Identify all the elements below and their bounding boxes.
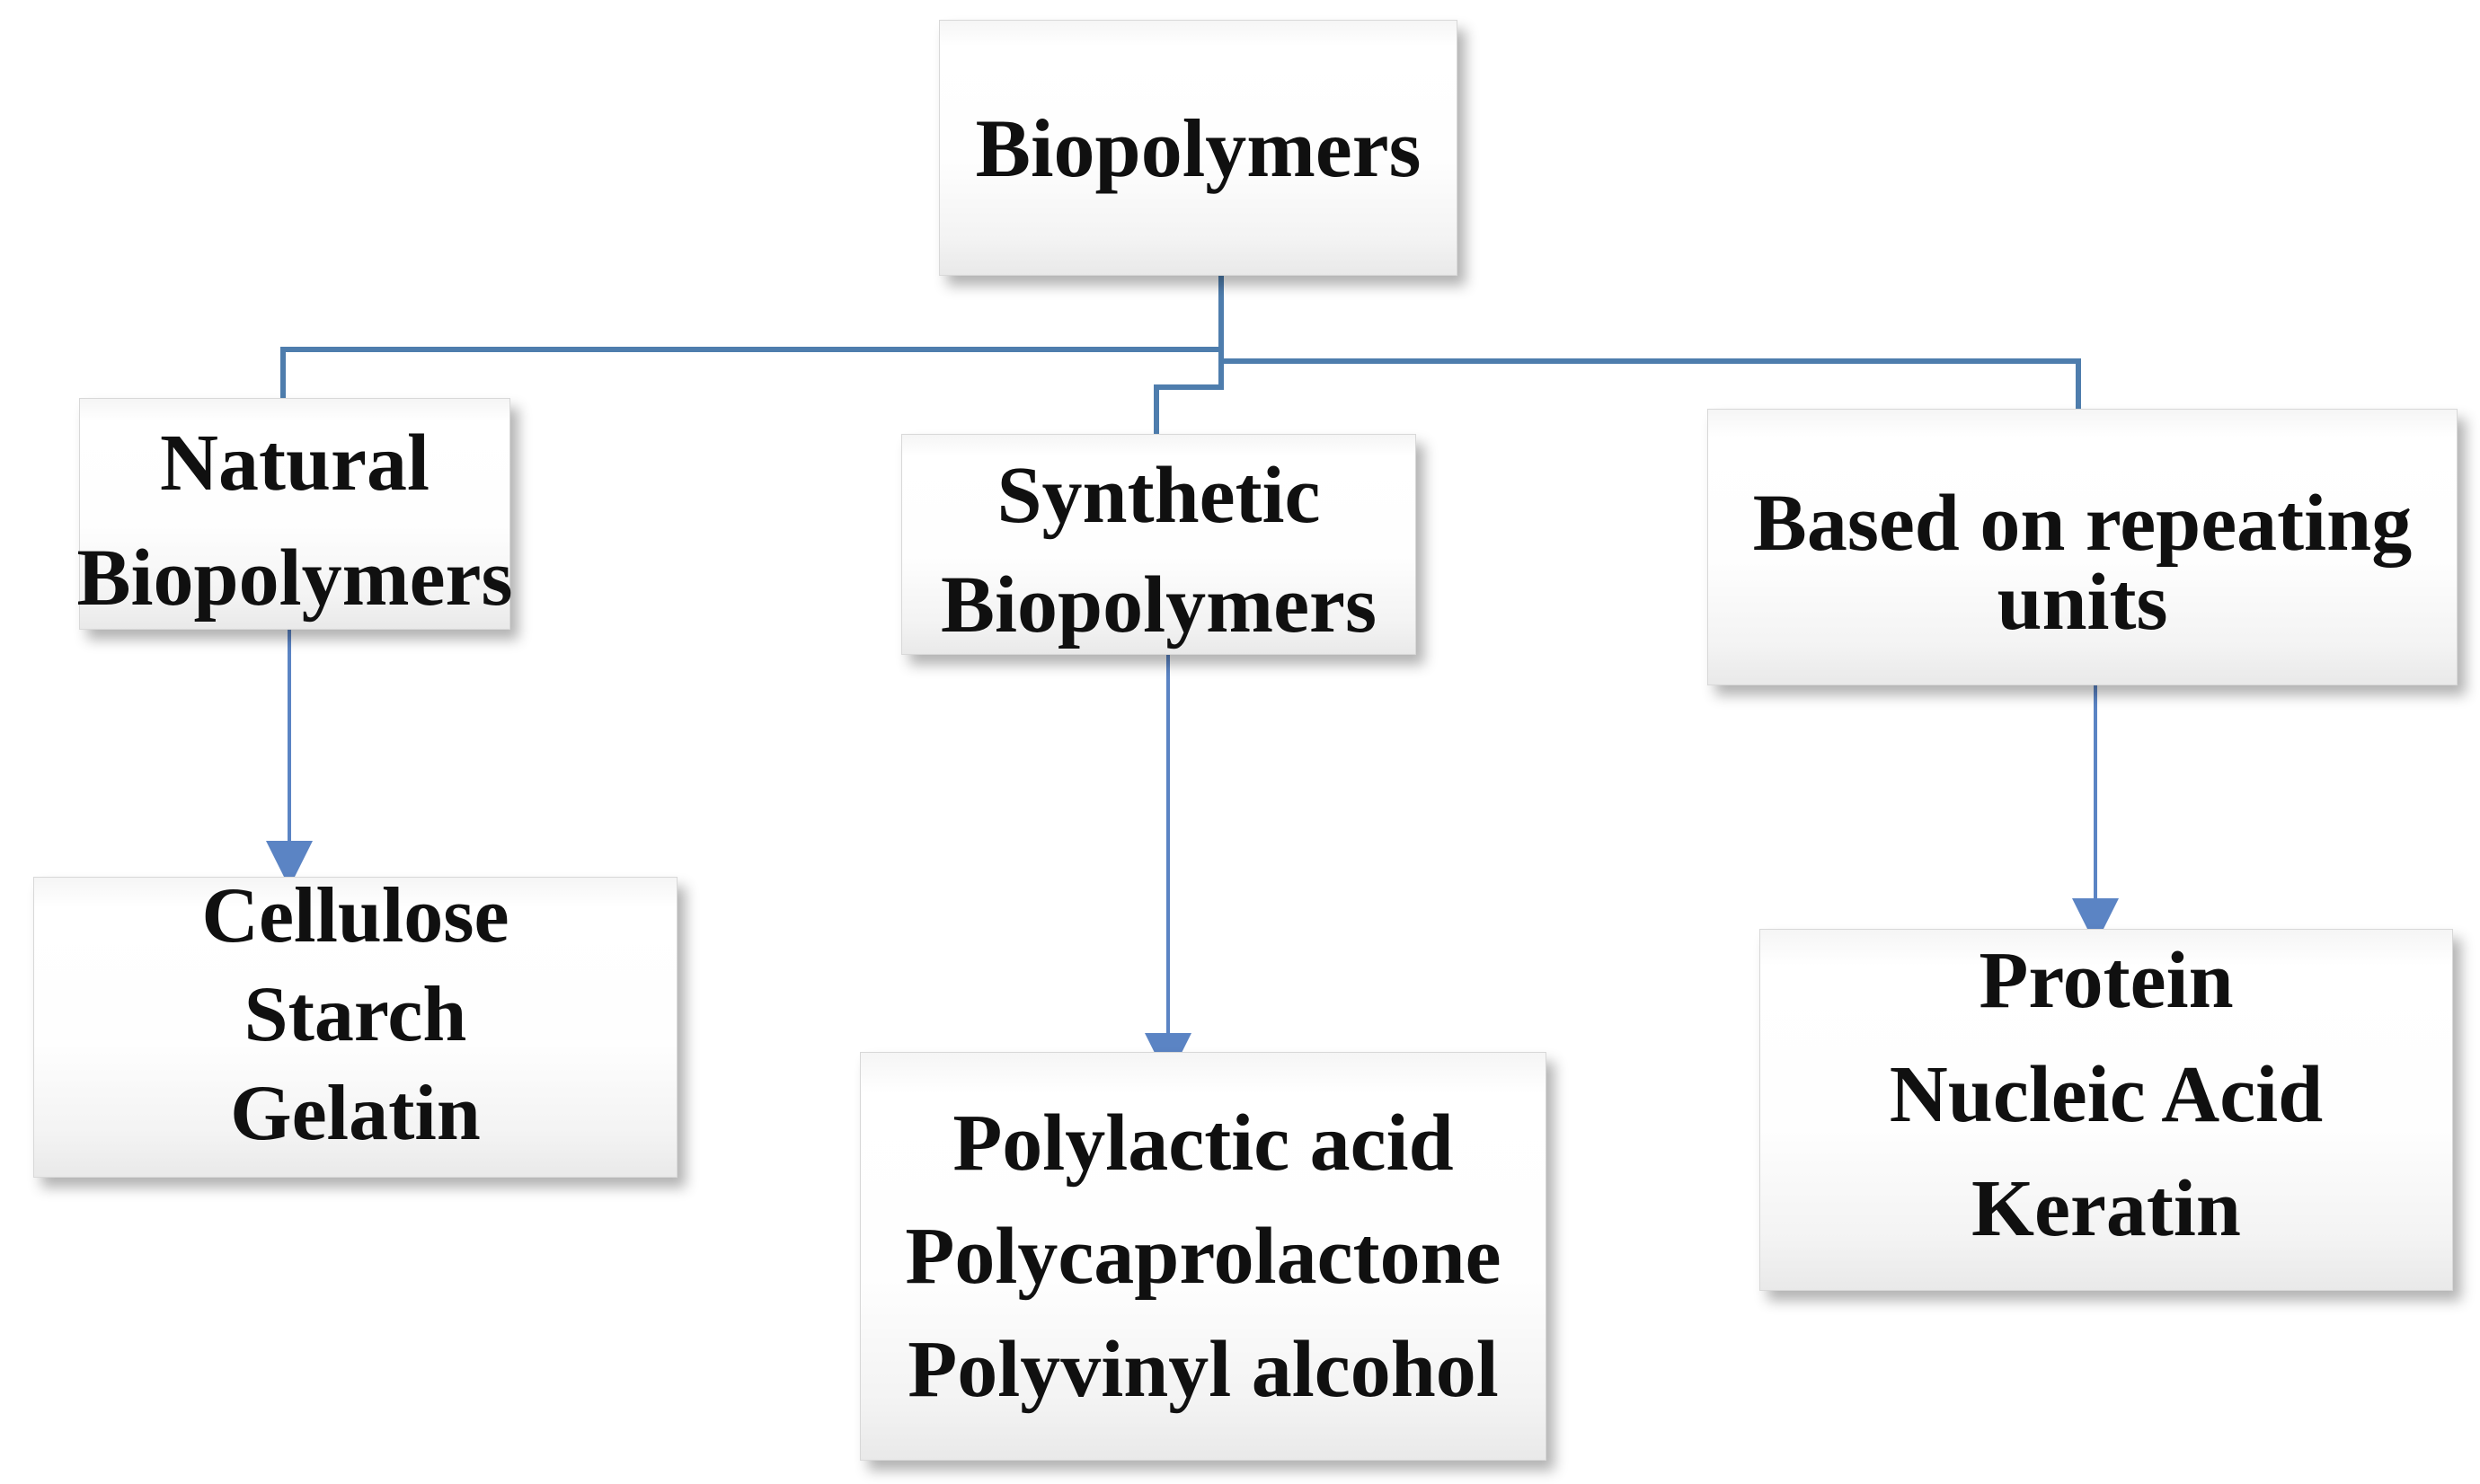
- arrowhead-repeating-to-leaf: [2072, 898, 2119, 945]
- arrowhead-natural-to-leaf: [266, 841, 313, 888]
- node-label: Biopolymers: [975, 102, 1422, 194]
- leaf-item: Polylactic acid: [952, 1098, 1454, 1188]
- leaf-item: Gelatin: [230, 1070, 481, 1157]
- node-natural-biopolymers: Natural Biopolymers: [77, 398, 513, 630]
- node-natural-examples: Cellulose Starch Gelatin: [33, 872, 678, 1178]
- node-repeating-unit-examples: Protein Nucleic Acid Keratin: [1759, 929, 2453, 1291]
- node-label-line: Natural: [160, 419, 430, 508]
- node-synthetic-examples: Polylactic acid Polycaprolactone Polyvin…: [860, 1052, 1546, 1461]
- leaf-item: Starch: [244, 971, 467, 1058]
- leaf-item-list: Cellulose Starch Gelatin: [201, 867, 509, 1163]
- node-label-line: Based on repeating: [1752, 479, 2413, 568]
- leaf-item: Protein: [1979, 936, 2234, 1025]
- node-based-on-repeating-units: Based on repeating units: [1707, 409, 2458, 685]
- leaf-item: Nucleic Acid: [1889, 1050, 2324, 1139]
- leaf-item: Polycaprolactone: [905, 1211, 1501, 1301]
- leaf-item: Polyvinyl alcohol: [908, 1324, 1499, 1414]
- node-synthetic-biopolymers: Synthetic Biopolymers: [901, 434, 1416, 655]
- node-label-line: Synthetic: [996, 451, 1321, 540]
- leaf-item: Cellulose: [201, 872, 509, 959]
- node-label-line: Biopolymers: [941, 561, 1377, 649]
- node-label-line: Biopolymers: [76, 534, 513, 623]
- leaf-item: Keratin: [1971, 1164, 2241, 1253]
- node-label-line: units: [1997, 558, 2168, 647]
- node-biopolymers-root: Biopolymers: [939, 20, 1457, 276]
